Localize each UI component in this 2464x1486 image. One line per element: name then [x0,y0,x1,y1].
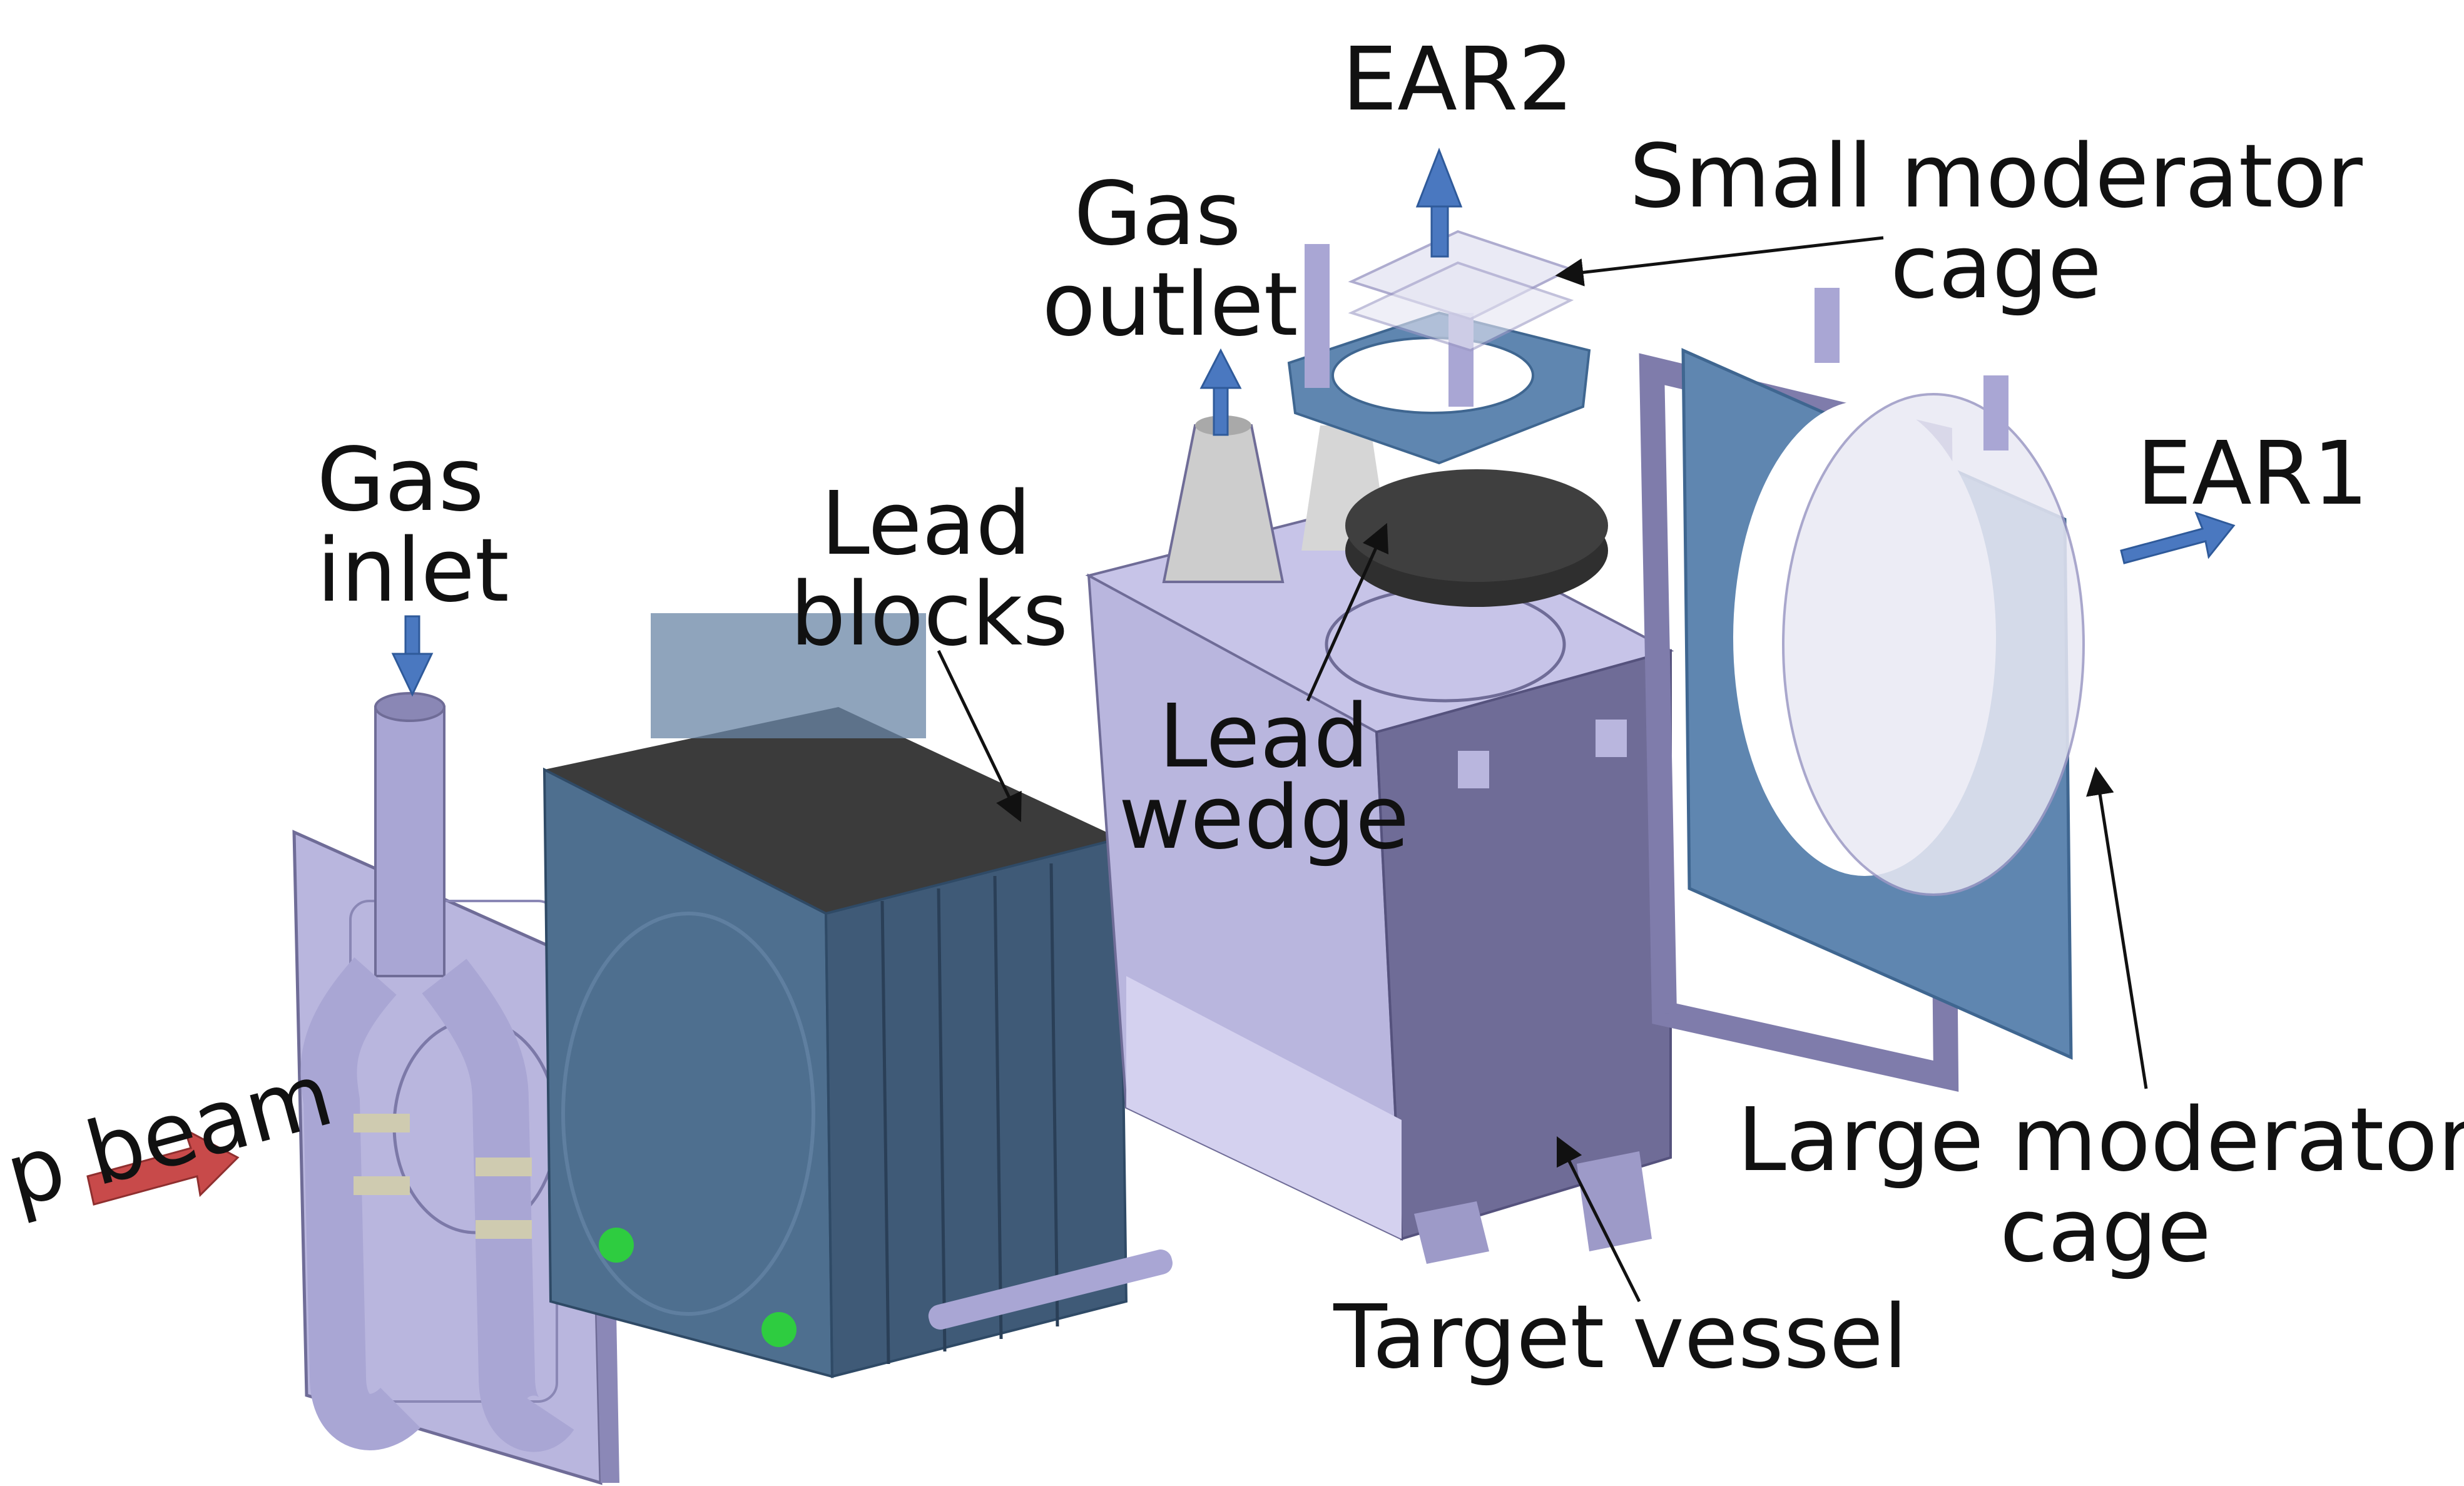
gas-inlet-pipe [300,692,574,1452]
label-gas-outlet: Gas outlet [1042,163,1298,356]
ear1-arrow [2120,511,2236,564]
label-lead-wedge: Lead wedge [1119,686,1410,869]
label-ear1: EAR1 [2137,423,2369,525]
leader-lines [937,236,2148,1303]
label-large-moderator-cage: Large moderator cage [1738,1089,2464,1282]
gas-inlet-label-line2: inlet [317,520,509,622]
large-moderator-cage [1639,288,2085,1092]
gas-outlet-cone [1162,415,1389,583]
lead-wedge-label-line1: Lead [1159,686,1369,788]
small-moderator-label-line2: cage [1890,216,2102,318]
target-vessel-label: Target vessel [1333,1286,1908,1388]
small-moderator-label-line1: Small moderator [1629,126,2363,228]
label-ear2: EAR2 [1342,29,1574,131]
lead-wedge [1345,469,1608,607]
large-moderator-label-line2: cage [2000,1180,2211,1282]
ear2-label: EAR2 [1342,29,1574,131]
gas-inlet-arrow [391,615,434,697]
gas-outlet-arrow [1199,348,1242,436]
label-lead-blocks: Lead blocks [790,473,1068,666]
lead-blocks-label-line2: blocks [790,564,1068,666]
lead-wedge-label-line2: wedge [1119,767,1410,869]
lead-blocks-label-line1: Lead [821,473,1031,575]
lead-block-assembly [542,613,1173,1378]
gas-outlet-label-line2: outlet [1042,254,1298,356]
gas-inlet-label-line1: Gas [317,429,484,531]
label-target-vessel: Target vessel [1333,1286,1908,1388]
label-gas-inlet: Gas inlet [317,429,509,622]
ear2-arrow [1415,147,1463,258]
label-small-moderator-cage: Small moderator cage [1629,126,2363,318]
label-p-beam: p beam [0,1044,343,1228]
p-beam-arrow [86,1127,240,1206]
ear1-label: EAR1 [2137,423,2369,525]
gas-outlet-label-line1: Gas [1074,163,1241,265]
large-moderator-label-line1: Large moderator [1738,1089,2464,1191]
p-beam-label: p beam [0,1044,343,1228]
target-vessel [1085,499,1674,1264]
small-moderator-cage [1287,230,1591,465]
